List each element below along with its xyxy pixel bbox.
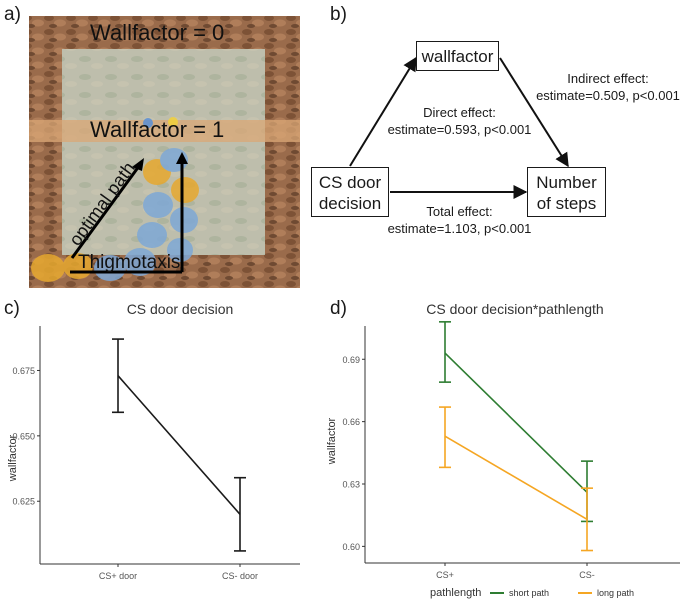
chart-d-y-tick-label: 0.66 [342, 417, 360, 427]
chart-cs-door-pathlength: CS door decision*pathlength wallfactor p… [326, 301, 680, 599]
node-steps-line2: of steps [536, 194, 597, 213]
indirect-effect-annotation: Indirect effect: estimate=0.509, p<0.001 [522, 70, 685, 104]
node-wallfactor: wallfactor [416, 41, 499, 71]
chart-d-ylabel: wallfactor [326, 417, 338, 465]
chart-c-x-tick-label: CS+ door [99, 571, 137, 581]
panel-c-label: c) [4, 298, 20, 319]
maze-image: Wallfactor = 0 Wallfactor = 1 optimal pa… [29, 16, 300, 288]
indirect-effect-line2: estimate=0.509, p<0.001 [536, 88, 680, 103]
maze-light-overlay [62, 49, 265, 255]
optimal-path-arrow [70, 161, 144, 259]
chart-d-y-tick-label: 0.69 [342, 355, 360, 365]
total-effect-line1: Total effect: [426, 204, 493, 219]
node-wallfactor-text: wallfactor [421, 47, 494, 66]
chart-c-y-tick-label: 0.675 [12, 366, 35, 376]
chart-c-y-tick-label: 0.650 [12, 431, 35, 441]
chart-d-series-line [444, 352, 588, 493]
panel-b-label: b) [330, 4, 347, 25]
chart-c-x-tick-label: CS- door [222, 571, 258, 581]
chart-c-title: CS door decision [127, 301, 234, 317]
chart-cs-door-decision: CS door decision wallfactor 0.625 0.650 0.… [7, 301, 300, 581]
chart-d-series-line [444, 435, 588, 521]
arrow-cs-to-wallfactor [349, 56, 417, 167]
node-cs-line2: decision [318, 194, 382, 213]
direct-effect-annotation: Direct effect: estimate=0.593, p<0.001 [372, 104, 547, 138]
path-diagram-arrows [349, 56, 569, 199]
panel-a-label: a) [4, 4, 21, 25]
panel-d-label: d) [330, 298, 347, 319]
node-cs-door-decision: CS door decision [311, 167, 389, 217]
chart-c-y-tick-label: 0.625 [12, 497, 35, 507]
legend-title: pathlength [430, 587, 481, 599]
direct-effect-line2: estimate=0.593, p<0.001 [387, 122, 532, 137]
arrow-wallfactor-to-steps [499, 57, 569, 168]
wallfactor-0-label: Wallfactor = 0 [90, 20, 224, 45]
chart-c-series-line [117, 375, 241, 515]
node-number-of-steps: Number of steps [527, 167, 606, 217]
node-cs-line1: CS door [318, 173, 382, 192]
node-steps-line1: Number [536, 173, 597, 192]
chart-d-y-tick-label: 0.60 [342, 542, 360, 552]
chart-d-title: CS door decision*pathlength [426, 301, 603, 317]
door-strip [29, 120, 300, 142]
total-effect-annotation: Total effect: estimate=1.103, p<0.001 [372, 203, 547, 237]
chart-d-x-tick-label: CS- [579, 570, 595, 580]
direct-effect-line1: Direct effect: [423, 105, 496, 120]
path-trace [31, 117, 199, 282]
chart-d-x-tick-label: CS+ [436, 570, 454, 580]
total-effect-line2: estimate=1.103, p<0.001 [387, 221, 532, 236]
chart-c-ylabel: wallfactor [7, 434, 19, 482]
indirect-effect-line1: Indirect effect: [567, 71, 649, 86]
maze-inner-field [62, 49, 265, 255]
wallfactor-1-label: Wallfactor = 1 [90, 117, 224, 142]
legend-label-short-path: short path [509, 588, 549, 598]
chart-d-y-tick-label: 0.63 [342, 480, 360, 490]
thigmotaxis-label: Thigmotaxis [78, 252, 180, 273]
legend-label-long-path: long path [597, 588, 634, 598]
